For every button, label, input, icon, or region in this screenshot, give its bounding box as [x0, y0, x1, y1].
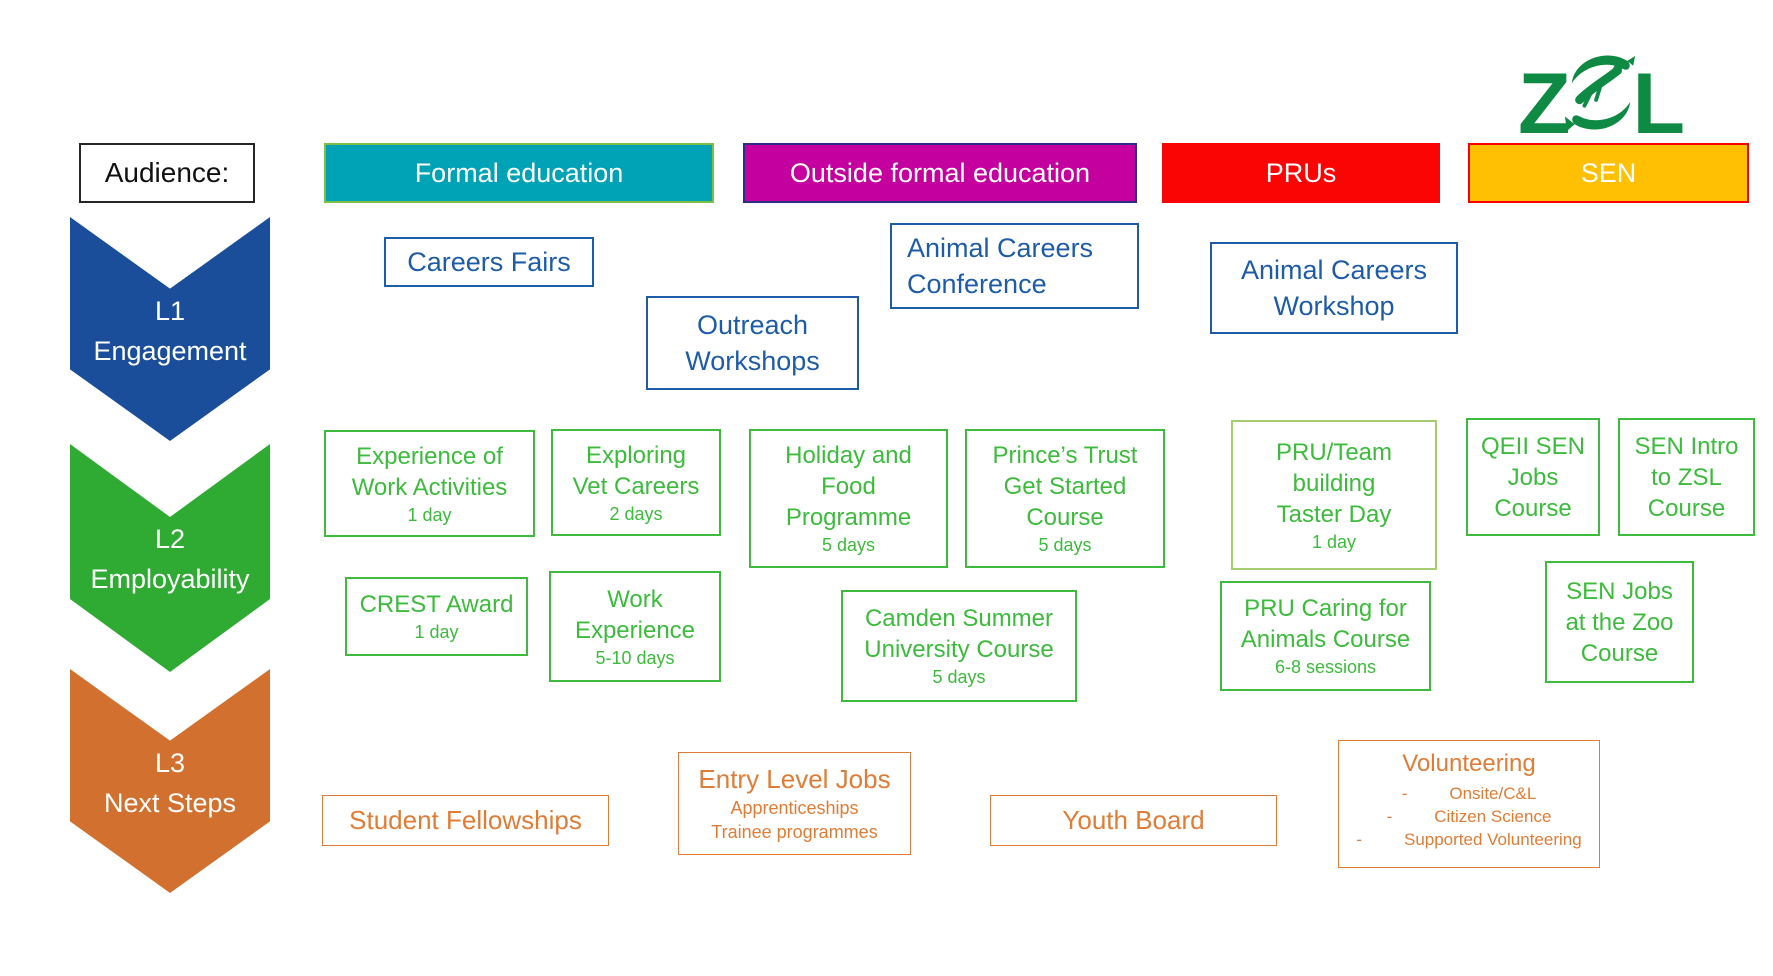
program-box-careers-fairs: Careers Fairs — [384, 237, 594, 287]
program-title: Exploring Vet Careers — [572, 441, 700, 500]
program-duration: 5 days — [1038, 535, 1092, 555]
program-title: Animal Careers Conference — [907, 233, 1094, 299]
level-id: L1 — [154, 295, 186, 326]
program-box-work-experience: Work Experience 5-10 days — [549, 571, 721, 682]
program-box-animal-careers-conference: Animal Careers Conference — [890, 223, 1139, 309]
program-title: PRU Caring for Animals Course — [1240, 595, 1411, 653]
program-box-experience-of-work-activities: Experience of Work Activities 1 day — [324, 430, 535, 537]
program-title: Work Experience — [574, 585, 696, 644]
program-box-student-fellowships: Student Fellowships — [322, 795, 609, 846]
program-duration: 1 day — [1311, 531, 1357, 552]
level-id: L3 — [154, 747, 186, 778]
program-title: Volunteering — [1402, 750, 1536, 777]
program-box-sen-jobs-at-the-zoo-course: SEN Jobs at the Zoo Course — [1545, 561, 1694, 683]
program-title: SEN Intro to ZSL Course — [1634, 432, 1739, 522]
column-header-outside-formal-education: Outside formal education — [743, 143, 1137, 203]
program-title: CREST Award — [359, 591, 514, 618]
list-item: - Citizen Science — [1387, 805, 1552, 828]
program-duration: 5 days — [932, 667, 986, 687]
program-title: Youth Board — [1062, 805, 1205, 835]
program-title: PRU/Team building Taster Day — [1275, 438, 1393, 528]
program-title: Experience of Work Activities — [351, 442, 508, 501]
column-header-formal-education: Formal education — [324, 143, 714, 203]
bullet-dash: - — [1356, 830, 1362, 849]
bullet-dash: - — [1401, 784, 1408, 803]
column-header-prus: PRUs — [1162, 143, 1440, 203]
program-duration: 6-8 sessions — [1274, 657, 1377, 677]
level-chevron-l3-next-steps: L3 Next Steps — [70, 669, 270, 893]
program-duration: 1 day — [414, 622, 459, 642]
program-box-pru-team-building-taster-day: PRU/Team building Taster Day 1 day — [1231, 420, 1437, 570]
program-title: SEN Jobs at the Zoo Course — [1565, 577, 1674, 667]
program-title: QEII SEN Jobs Course — [1480, 432, 1586, 522]
program-duration: 5 days — [821, 535, 876, 555]
volunteering-bullet-list: - Onsite/C&L - Citizen Science - Support… — [1339, 782, 1599, 851]
program-box-crest-award: CREST Award 1 day — [345, 577, 528, 656]
program-box-holiday-and-food-programme: Holiday and Food Programme 5 days — [749, 429, 948, 568]
level-chevron-l2-employability: L2 Employability — [70, 444, 270, 672]
level-label: Engagement — [93, 335, 247, 366]
level-chevron-l1-engagement: L1 Engagement — [70, 217, 270, 441]
program-box-entry-level-jobs: Entry Level Jobs Apprenticeships Trainee… — [678, 752, 911, 855]
audience-label-box: Audience: — [79, 143, 255, 203]
program-box-outreach-workshops: Outreach Workshops — [646, 296, 859, 390]
level-label: Next Steps — [103, 787, 237, 818]
program-box-exploring-vet-careers: Exploring Vet Careers 2 days — [551, 429, 721, 536]
program-box-animal-careers-workshop: Animal Careers Workshop — [1210, 242, 1458, 334]
program-box-sen-intro-to-zsl-course: SEN Intro to ZSL Course — [1618, 418, 1755, 536]
zsl-logo-letter-l: L — [1632, 56, 1686, 153]
program-box-pru-caring-for-animals-course: PRU Caring for Animals Course 6-8 sessio… — [1220, 581, 1431, 691]
bullet-dash: - — [1386, 807, 1393, 826]
program-title: Student Fellowships — [349, 805, 582, 835]
program-title: Holiday and Food Programme — [785, 442, 912, 531]
list-item: - Onsite/C&L — [1402, 782, 1537, 805]
program-box-volunteering: Volunteering - Onsite/C&L - Citizen Scie… — [1338, 740, 1600, 868]
zsl-logo-letter-z: Z — [1518, 56, 1571, 153]
bullet-text: Citizen Science — [1434, 807, 1552, 826]
level-id: L2 — [154, 524, 186, 555]
bullet-text: Supported Volunteering — [1403, 830, 1582, 849]
program-title: Outreach Workshops — [685, 310, 820, 376]
program-duration: 1 day — [407, 504, 452, 525]
program-title: Animal Careers Workshop — [1240, 255, 1428, 321]
program-title: Careers Fairs — [407, 247, 571, 277]
program-detail: Apprenticeships Trainee programmes — [711, 798, 878, 842]
level-label: Employability — [90, 564, 250, 595]
zsl-logo-animal-s-icon — [1564, 55, 1635, 132]
column-header-sen: SEN — [1468, 143, 1749, 203]
zsl-logo: Z L — [1518, 44, 1686, 153]
program-duration: 2 days — [609, 503, 663, 524]
bullet-text: Onsite/C&L — [1449, 784, 1537, 803]
program-box-princes-trust-get-started-course: Prince’s Trust Get Started Course 5 days — [965, 429, 1165, 568]
program-duration: 5-10 days — [595, 647, 675, 668]
program-title: Prince’s Trust Get Started Course — [992, 442, 1138, 531]
program-title: Camden Summer University Course — [864, 605, 1054, 663]
program-title: Entry Level Jobs — [698, 764, 891, 794]
list-item: - Supported Volunteering — [1356, 828, 1581, 851]
program-box-qeii-sen-jobs-course: QEII SEN Jobs Course — [1466, 418, 1600, 536]
program-box-youth-board: Youth Board — [990, 795, 1277, 846]
program-box-camden-summer-university-course: Camden Summer University Course 5 days — [841, 590, 1077, 702]
